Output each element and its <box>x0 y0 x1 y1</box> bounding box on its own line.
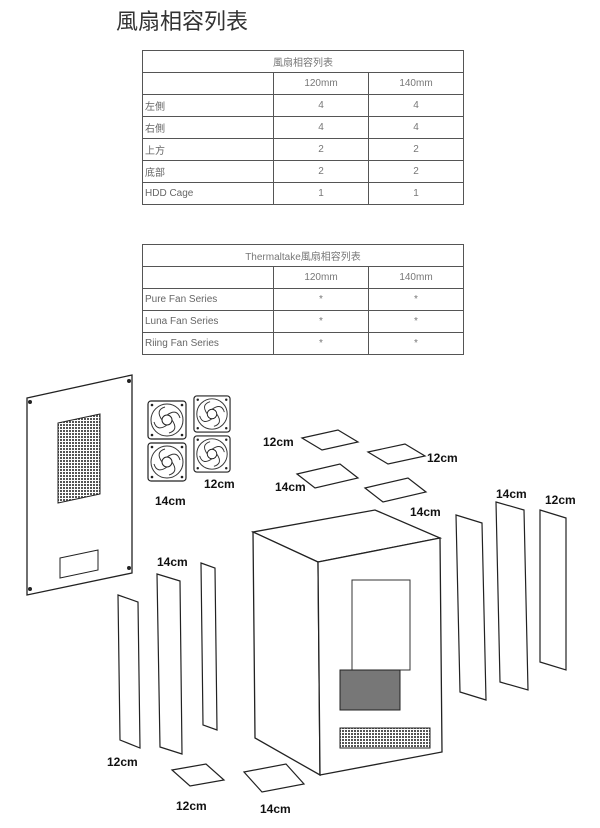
table-caption: Thermaltake風扇相容列表 <box>142 244 464 267</box>
row-label: 上方 <box>142 138 274 161</box>
column-header <box>142 266 274 289</box>
table-caption-row: Thermaltake風扇相容列表 <box>142 244 464 267</box>
row-label: 右側 <box>142 116 274 139</box>
bottom-fans <box>170 763 306 793</box>
cell-120mm: 2 <box>273 160 369 183</box>
column-header-140mm: 140mm <box>368 266 464 289</box>
row-label: 左側 <box>142 94 274 117</box>
table-row: HDD Cage 1 1 <box>142 182 464 205</box>
right-fans <box>455 501 567 701</box>
label-left-120: 12cm <box>107 755 138 769</box>
cell-120mm: 4 <box>273 116 369 139</box>
cell-120mm: * <box>273 288 369 311</box>
row-label: Pure Fan Series <box>142 288 274 311</box>
table-row: Pure Fan Series * * <box>142 288 464 311</box>
cell-140mm: * <box>368 288 464 311</box>
label-side-120: 12cm <box>204 477 235 491</box>
label-left-140: 14cm <box>157 555 188 569</box>
column-header-140mm: 140mm <box>368 72 464 95</box>
cell-140mm: 4 <box>368 116 464 139</box>
label-top-120: 12cm <box>263 435 294 449</box>
top-fans <box>295 429 428 503</box>
row-label: Riing Fan Series <box>142 332 274 355</box>
label-right-140: 14cm <box>496 487 527 501</box>
label-bottom-140: 14cm <box>260 802 291 816</box>
cell-120mm: * <box>273 310 369 333</box>
table-header-row: 120mm 140mm <box>142 266 464 289</box>
column-header-120mm: 120mm <box>273 72 369 95</box>
column-header-120mm: 120mm <box>273 266 369 289</box>
label-top-140: 14cm <box>275 480 306 494</box>
label-bottom-120: 12cm <box>176 799 207 813</box>
cell-140mm: 2 <box>368 160 464 183</box>
fan-compatibility-table: 風扇相容列表 120mm 140mm 左側 4 4 右側 4 4 上方 2 2 … <box>142 50 464 205</box>
exploded-chassis-illustration: 14cm 12cm 12cm 12cm 14cm 14cm 14cm 12cm … <box>26 374 576 816</box>
chassis-frame <box>250 509 443 777</box>
cell-120mm: 1 <box>273 182 369 205</box>
table-row: 左側 4 4 <box>142 94 464 117</box>
cell-120mm: * <box>273 332 369 355</box>
table-row: 上方 2 2 <box>142 138 464 161</box>
label-top-120-right: 12cm <box>427 451 458 465</box>
table-row: Luna Fan Series * * <box>142 310 464 333</box>
table-row: 右側 4 4 <box>142 116 464 139</box>
row-label: 底部 <box>142 160 274 183</box>
label-top-140-right: 14cm <box>410 505 441 519</box>
table-row: 底部 2 2 <box>142 160 464 183</box>
row-label: Luna Fan Series <box>142 310 274 333</box>
cell-140mm: 1 <box>368 182 464 205</box>
page-title: 風扇相容列表 <box>116 10 249 35</box>
cell-140mm: 4 <box>368 94 464 117</box>
cell-120mm: 4 <box>273 94 369 117</box>
left-fans <box>117 562 218 755</box>
cell-140mm: * <box>368 332 464 355</box>
thermaltake-fan-compatibility-table: Thermaltake風扇相容列表 120mm 140mm Pure Fan S… <box>142 244 464 355</box>
cell-140mm: * <box>368 310 464 333</box>
side-panel <box>26 374 133 596</box>
table-caption: 風扇相容列表 <box>142 50 464 73</box>
label-side-140: 14cm <box>155 494 186 508</box>
cell-140mm: 2 <box>368 138 464 161</box>
table-row: Riing Fan Series * * <box>142 332 464 355</box>
side-fans <box>147 395 231 482</box>
column-header <box>142 72 274 95</box>
table-header-row: 120mm 140mm <box>142 72 464 95</box>
label-right-120: 12cm <box>545 493 576 507</box>
cell-120mm: 2 <box>273 138 369 161</box>
row-label: HDD Cage <box>142 182 274 205</box>
table-caption-row: 風扇相容列表 <box>142 50 464 73</box>
